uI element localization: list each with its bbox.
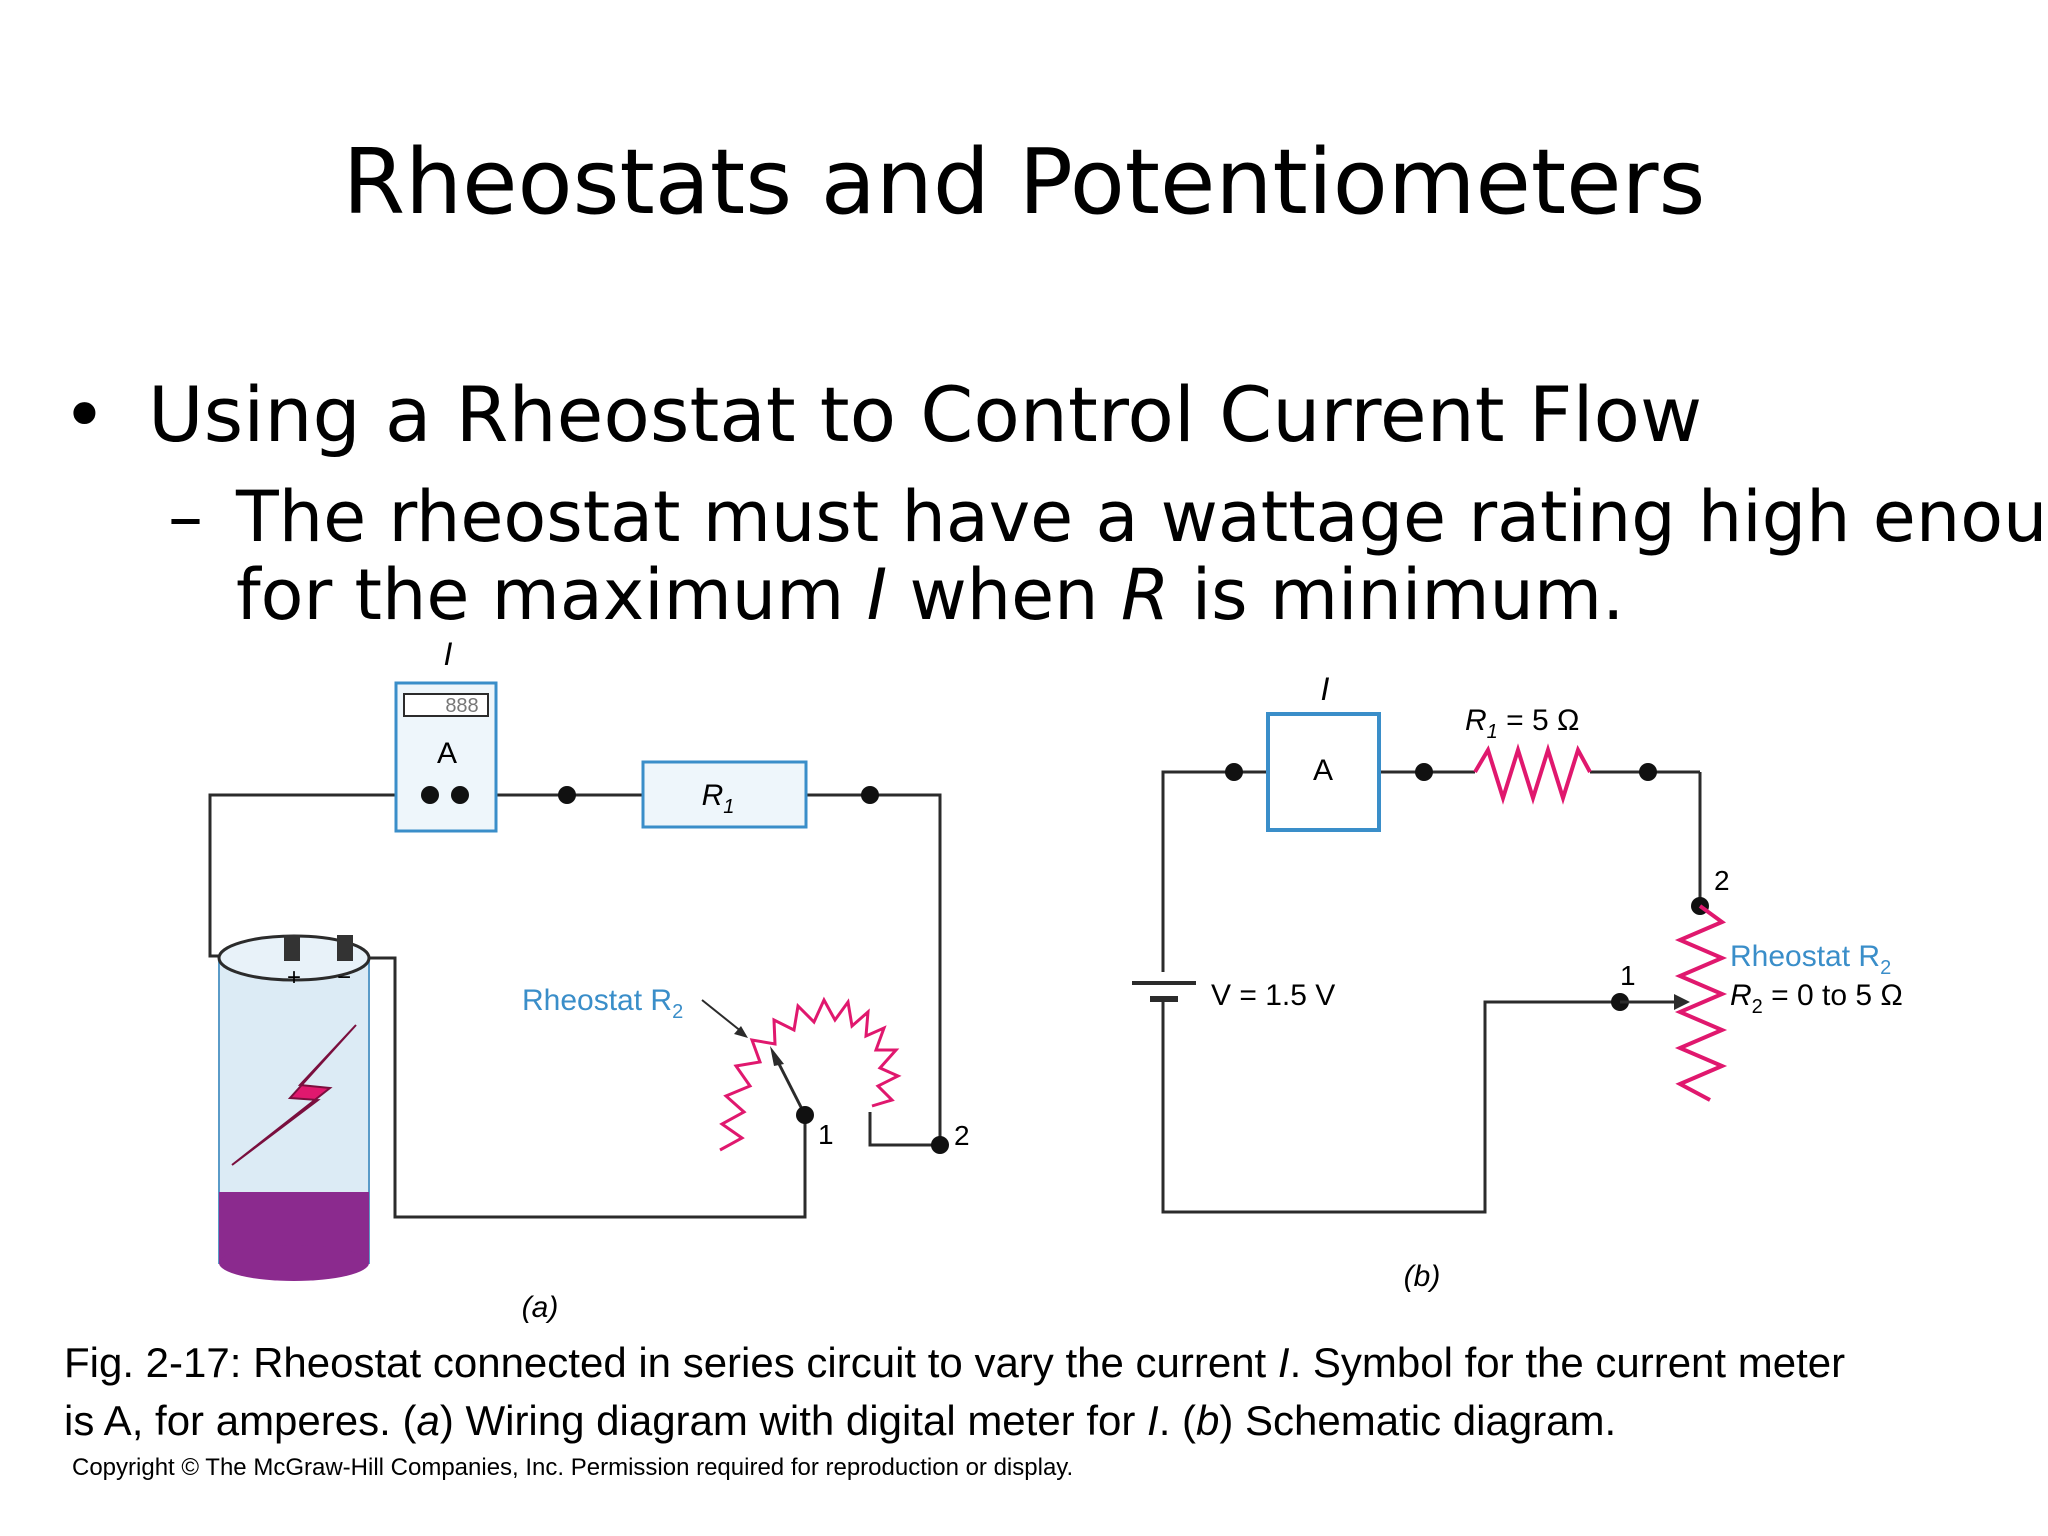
rheostat-terminal-2 [931, 1136, 949, 1154]
resistor-r1-label: R1 [702, 779, 735, 818]
rheostat-wiper [774, 1057, 807, 1116]
panel-label-b: (b) [1404, 1260, 1441, 1293]
ammeter-b [1266, 712, 1381, 832]
wire-r1-right [806, 793, 942, 1145]
node-b-3 [1639, 763, 1657, 781]
figure-caption: Fig. 2-17: Rheostat connected in series … [64, 1334, 2024, 1450]
copyright-notice: Copyright © The McGraw-Hill Companies, I… [72, 1454, 1074, 1481]
current-label-b: I [1321, 671, 1330, 707]
ammeter-terminal-right [451, 786, 469, 804]
wiring-diagram-a: 888 A I R1 + − 1 2 Rheostat R2 [208, 640, 970, 1324]
wire-term2 [868, 1112, 940, 1147]
battery-lightning-icon [231, 1024, 357, 1166]
terminal-1-label-b: 1 [1620, 960, 1636, 991]
bullet-point: • Using a Rheostat to Control Current Flo… [62, 370, 1702, 460]
rheostat-b-label: Rheostat R2 [1730, 940, 1891, 979]
current-label-a: I [444, 640, 453, 672]
battery-plus: + [287, 964, 301, 991]
bullet-text: Using a Rheostat to Control Current Flow [148, 370, 1703, 459]
ammeter-display [403, 693, 489, 717]
wire-b-bottom [1161, 1000, 1620, 1214]
r1-node-left [558, 786, 576, 804]
slide-title: Rheostats and Potentiometers [342, 130, 1706, 235]
rheostat-b-wiper-arrow-icon [1674, 994, 1690, 1010]
resistor-r1-zigzag [1473, 743, 1592, 805]
rheostat-wiper-arrow-icon [770, 1046, 784, 1066]
panel-label-a: (a) [522, 1291, 559, 1324]
node-b-1 [1225, 763, 1243, 781]
voltage-label: V = 1.5 V [1211, 979, 1335, 1012]
battery [217, 934, 371, 1281]
rheostat-r2-zigzag [1674, 904, 1728, 1102]
rheostat-r2-coil [719, 996, 902, 1152]
terminal-1-label-a: 1 [818, 1119, 834, 1150]
terminal-2-label-a: 2 [954, 1120, 970, 1151]
wire-term1-return [358, 956, 807, 1219]
bullet-dot-icon: • [62, 370, 107, 459]
sub-bullet-line-1: The rheostat must have a wattage rating … [236, 476, 2048, 558]
wire-b-left-top [1161, 770, 1268, 972]
ammeter-b-label: A [1313, 754, 1333, 787]
sub-bullet-dash: – [168, 476, 203, 558]
sub-bullet-line-2: for the maximum I when R is minimum. [236, 554, 1625, 636]
rheostat-label-a: Rheostat R2 [522, 984, 683, 1023]
resistor-r1-body [641, 760, 808, 829]
rheostat-pointer-a [701, 999, 743, 1033]
resistor-r1-b-label: R1 = 5 Ω [1465, 704, 1579, 743]
rheostat-pointer-arrow-icon [734, 1026, 748, 1038]
battery-minus: − [337, 964, 351, 991]
r1-node-right [861, 786, 879, 804]
ammeter-terminal-left [421, 786, 439, 804]
ammeter-label: A [437, 737, 457, 770]
caption-line-2: is A, for amperes. (a) Wiring diagram wi… [64, 1397, 1617, 1444]
terminal-2-label-b: 2 [1714, 865, 1730, 896]
circuit-diagrams: 888 A I R1 + − 1 2 Rheostat R2 [208, 640, 1903, 1324]
ammeter-display-digits: 888 [445, 695, 478, 717]
rheostat-b-range: R2 = 0 to 5 Ω [1730, 979, 1903, 1018]
schematic-diagram-b: A I R1 = 5 Ω V = 1.5 V 2 1 Rheostat R2 R… [1132, 671, 1903, 1293]
rheostat-terminal-1 [796, 1106, 814, 1124]
node-b-2 [1415, 763, 1433, 781]
caption-line-1: Fig. 2-17: Rheostat connected in series … [64, 1339, 1846, 1386]
